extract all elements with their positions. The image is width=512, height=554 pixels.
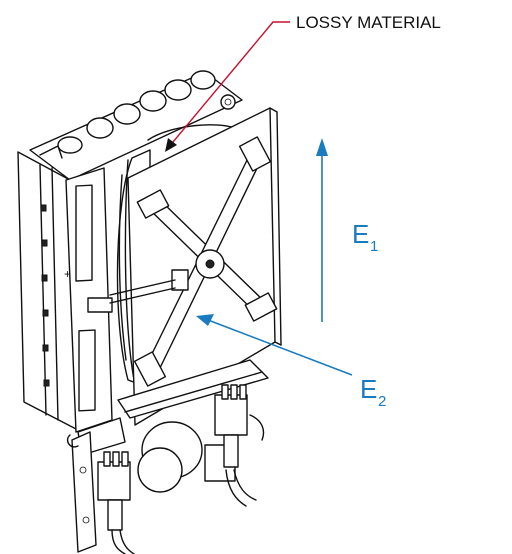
bottom-assembly [66,359,269,554]
top-knobs [57,70,236,154]
e1-label: E 1 [352,219,378,255]
lossy-material-arrowhead [165,138,177,152]
housing: + [17,71,243,433]
e2-label: E 2 [360,374,386,410]
e2-arrow-line [207,319,353,376]
plus-mark: + [64,267,71,281]
e2-label-base: E [360,374,377,404]
housing-slots [40,204,50,387]
e1-label-base: E [352,219,369,249]
lossy-material-leader [167,21,290,149]
e1-label-sub: 1 [370,238,378,255]
lossy-material-label: LOSSY MATERIAL [296,13,441,32]
e1-arrowhead [316,138,328,156]
left-connector [97,461,131,501]
e2-arrowhead [196,314,214,326]
cross-element [109,136,278,387]
e2-label-sub: 2 [378,393,386,410]
